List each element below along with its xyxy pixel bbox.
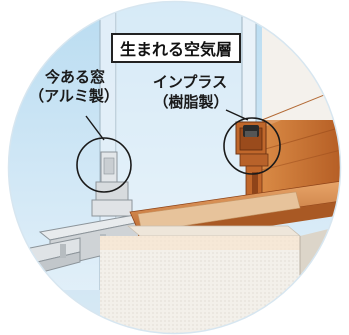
old-window-material-label: （アルミ製） — [29, 87, 119, 105]
wall-block — [100, 224, 341, 334]
diagram-title: 生まれる空気層 — [111, 33, 241, 63]
inplus-highlight-circle — [223, 117, 281, 175]
inplus-profile — [235, 121, 269, 207]
old-window-highlight-circle — [76, 137, 132, 193]
old-window-profile — [91, 151, 133, 217]
inplus-glass — [242, 1, 256, 135]
inplus-material-label: （樹脂製） — [153, 93, 229, 111]
old-window-label: 今ある窓 — [44, 68, 105, 86]
old-window-leader-line — [85, 115, 105, 141]
scene-border — [7, 0, 342, 335]
inplus-leader-line — [225, 109, 249, 121]
inplus-label: インプラス — [152, 73, 228, 91]
old-window-glass — [100, 1, 116, 290]
